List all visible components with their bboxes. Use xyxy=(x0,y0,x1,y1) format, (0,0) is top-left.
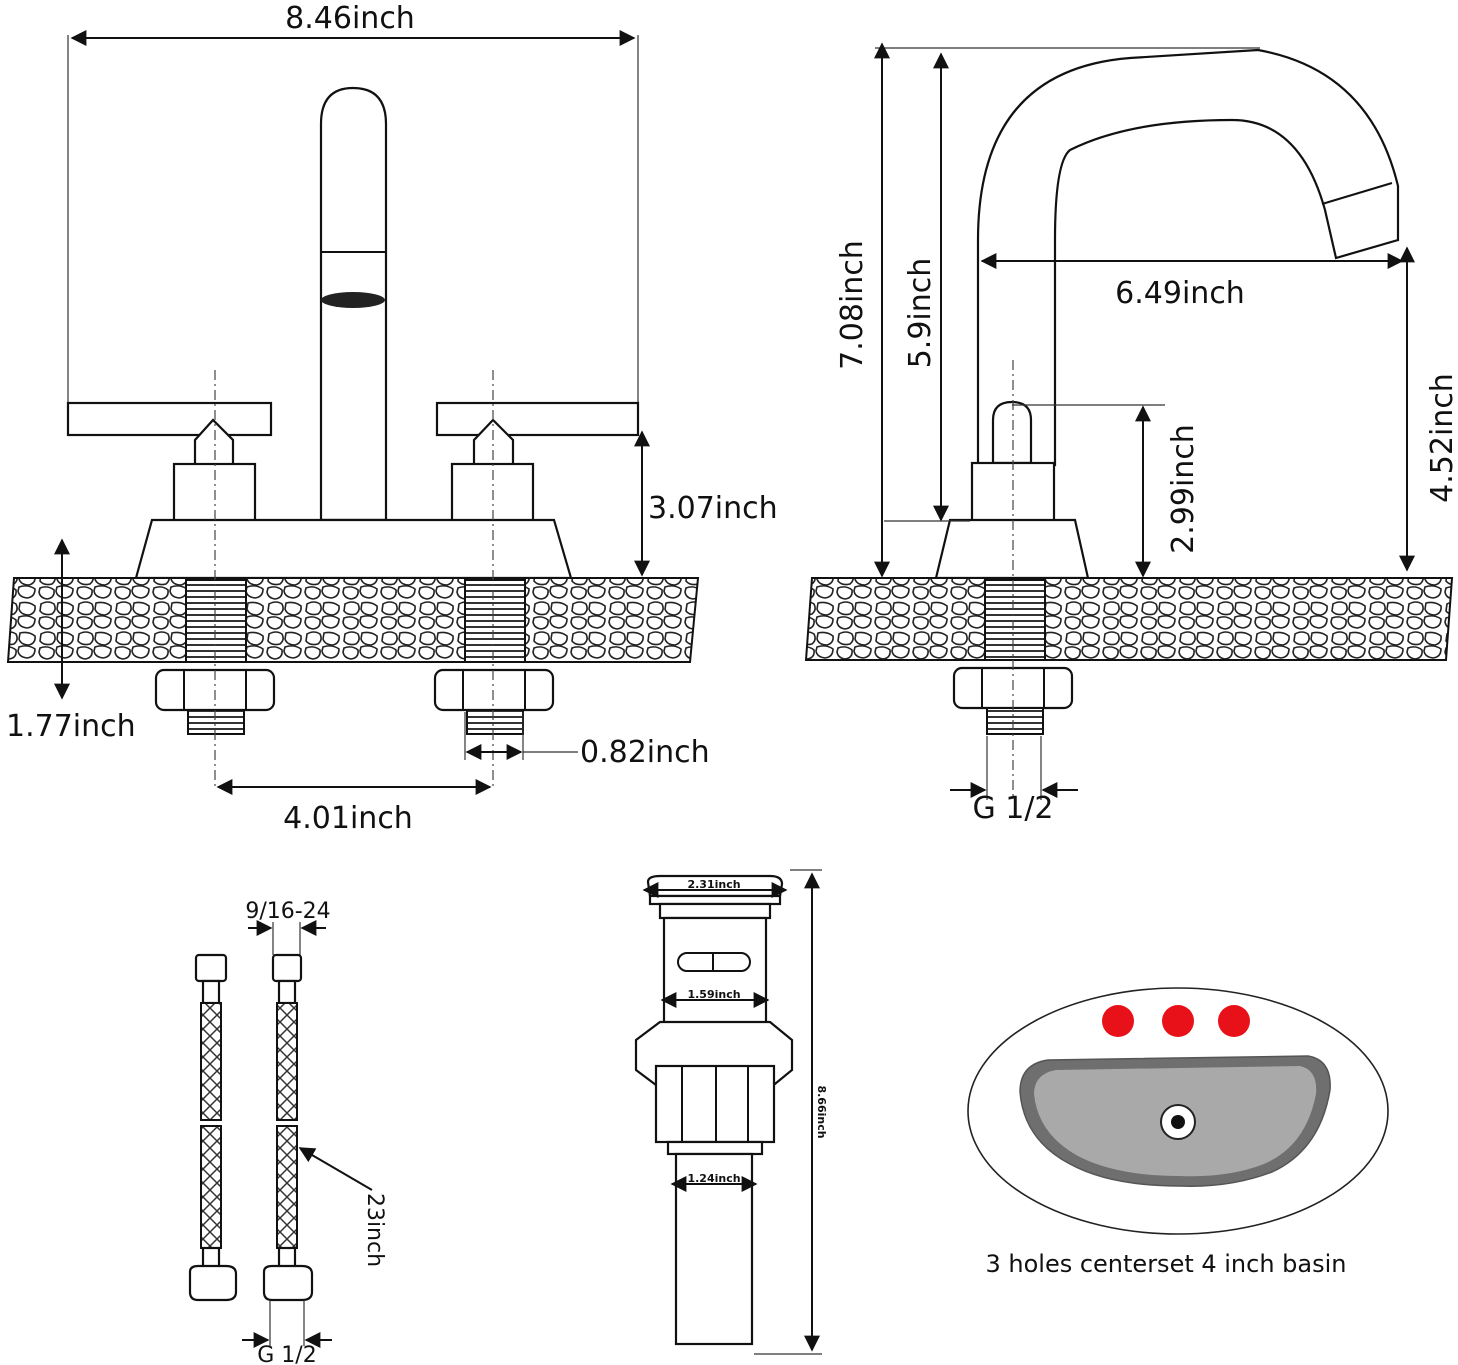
width-total-label: 8.46inch xyxy=(285,1,415,36)
countertop-front xyxy=(6,577,700,663)
left-shank xyxy=(185,579,247,663)
deck-height-label: 3.07inch xyxy=(648,491,778,526)
handle-height-label: 2.99inch xyxy=(1166,424,1201,554)
center-spacing-label: 4.01inch xyxy=(283,801,413,836)
counter-thickness-label: 1.77inch xyxy=(6,709,136,744)
hose-thread-top-label: 9/16-24 xyxy=(245,899,330,924)
spout-height-label: 5.9inch xyxy=(903,258,938,369)
hose-length-label: 23inch xyxy=(362,1193,387,1267)
side-base xyxy=(934,518,1090,580)
drain-length-label: 8.66inch xyxy=(815,1085,828,1138)
left-faucet-hole xyxy=(1102,1005,1134,1037)
basin-caption: 3 holes centerset 4 inch basin xyxy=(985,1250,1346,1278)
side-thread-label: G 1/2 xyxy=(972,791,1053,826)
countertop-side xyxy=(804,577,1454,661)
front-view xyxy=(6,30,700,795)
drain-body-label: 1.59inch xyxy=(687,988,740,1001)
hose-thread-bottom-label: G 1/2 xyxy=(257,1343,316,1365)
right-faucet-hole xyxy=(1218,1005,1250,1037)
shank-diameter-label: 0.82inch xyxy=(580,735,710,770)
left-handle xyxy=(66,401,273,523)
spout-reach-label: 6.49inch xyxy=(1115,276,1245,311)
spout-clearance-label: 4.52inch xyxy=(1425,373,1458,503)
basin-top-view xyxy=(967,987,1389,1235)
side-spout xyxy=(976,48,1400,467)
overall-height-label: 7.08inch xyxy=(835,240,870,370)
right-shank xyxy=(464,579,526,663)
center-faucet-hole xyxy=(1162,1005,1194,1037)
side-view xyxy=(804,42,1454,800)
right-nut xyxy=(433,668,555,712)
drain-tail-label: 1.24inch xyxy=(687,1172,740,1185)
right-handle xyxy=(435,401,640,523)
supply-hoses xyxy=(188,920,373,1348)
pop-up-drain xyxy=(634,869,822,1355)
faucet-base xyxy=(134,518,573,580)
drain-cap-label: 2.31inch xyxy=(687,878,740,891)
